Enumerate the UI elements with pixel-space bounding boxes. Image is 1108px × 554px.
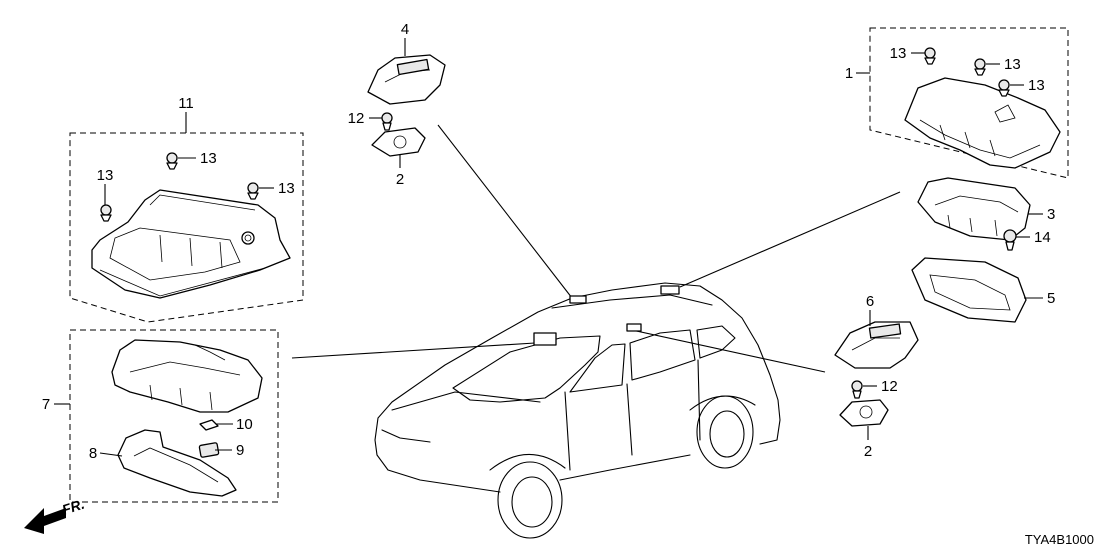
group-box-7	[69, 329, 279, 503]
leader-line-3	[679, 191, 901, 288]
callout-14: 14	[1034, 229, 1051, 246]
callout-11: 11	[178, 95, 194, 112]
part-1-housing	[904, 77, 1061, 169]
callout-12-b: 12	[881, 378, 898, 395]
clip-13-d	[924, 47, 936, 65]
callout-5: 5	[1047, 290, 1055, 307]
screw-14	[1003, 229, 1017, 251]
clip-13-b	[247, 182, 259, 200]
clip-13-f	[998, 79, 1010, 97]
leader-line-7	[291, 342, 536, 359]
screw-12-b	[851, 380, 863, 399]
group-box-1	[869, 27, 1069, 179]
clip-13-e	[974, 58, 986, 76]
group-box-11	[69, 132, 304, 323]
callout-13-a: 13	[200, 150, 217, 167]
roof-lamp-marker-4	[569, 295, 587, 304]
part-8-lens-frame	[117, 429, 237, 497]
clip-13-a	[166, 152, 178, 170]
part-6-lamp	[834, 321, 919, 369]
arrow-left-icon	[24, 508, 66, 534]
clip-13-c	[100, 204, 112, 222]
part-9-lens	[198, 442, 220, 458]
callout-2-a: 2	[396, 171, 404, 188]
callout-6: 6	[866, 293, 874, 310]
part-2-switch-lower	[839, 399, 889, 427]
callout-3: 3	[1047, 206, 1055, 223]
front-wheel	[497, 461, 563, 539]
callout-13-d: 13	[890, 45, 907, 62]
callout-10: 10	[236, 416, 253, 433]
roof-lamp-marker-7	[533, 332, 557, 346]
part-11-map-light	[91, 189, 291, 299]
leader-line-4	[437, 124, 573, 299]
callout-12-a: 12	[348, 110, 365, 127]
roof-lamp-marker-6	[626, 323, 642, 332]
leader-line-6	[631, 329, 826, 373]
callout-13-b: 13	[278, 180, 295, 197]
part-2-switch-upper	[371, 127, 426, 157]
callout-13-f: 13	[1028, 77, 1045, 94]
diagram-code: TYA4B1000	[1025, 532, 1094, 547]
callout-8: 8	[89, 445, 97, 462]
part-3-lamp	[917, 177, 1031, 241]
callout-2-b: 2	[864, 443, 872, 460]
callout-13-e: 13	[1004, 56, 1021, 73]
callout-1: 1	[845, 65, 853, 82]
car-outline	[374, 282, 781, 539]
part-10-pad	[199, 419, 219, 431]
callout-7: 7	[42, 396, 50, 413]
front-direction-label: FR.	[60, 496, 86, 518]
front-direction-arrow: FR.	[24, 496, 86, 534]
callout-9: 9	[236, 442, 244, 459]
callout-4: 4	[401, 21, 409, 38]
roof-lamp-marker-3	[660, 285, 680, 295]
part-4-lamp	[367, 54, 446, 105]
part-5-lens	[911, 257, 1027, 323]
screw-12-a	[381, 112, 393, 131]
callout-13-c: 13	[97, 167, 114, 184]
part-7-roof-console	[111, 339, 263, 413]
